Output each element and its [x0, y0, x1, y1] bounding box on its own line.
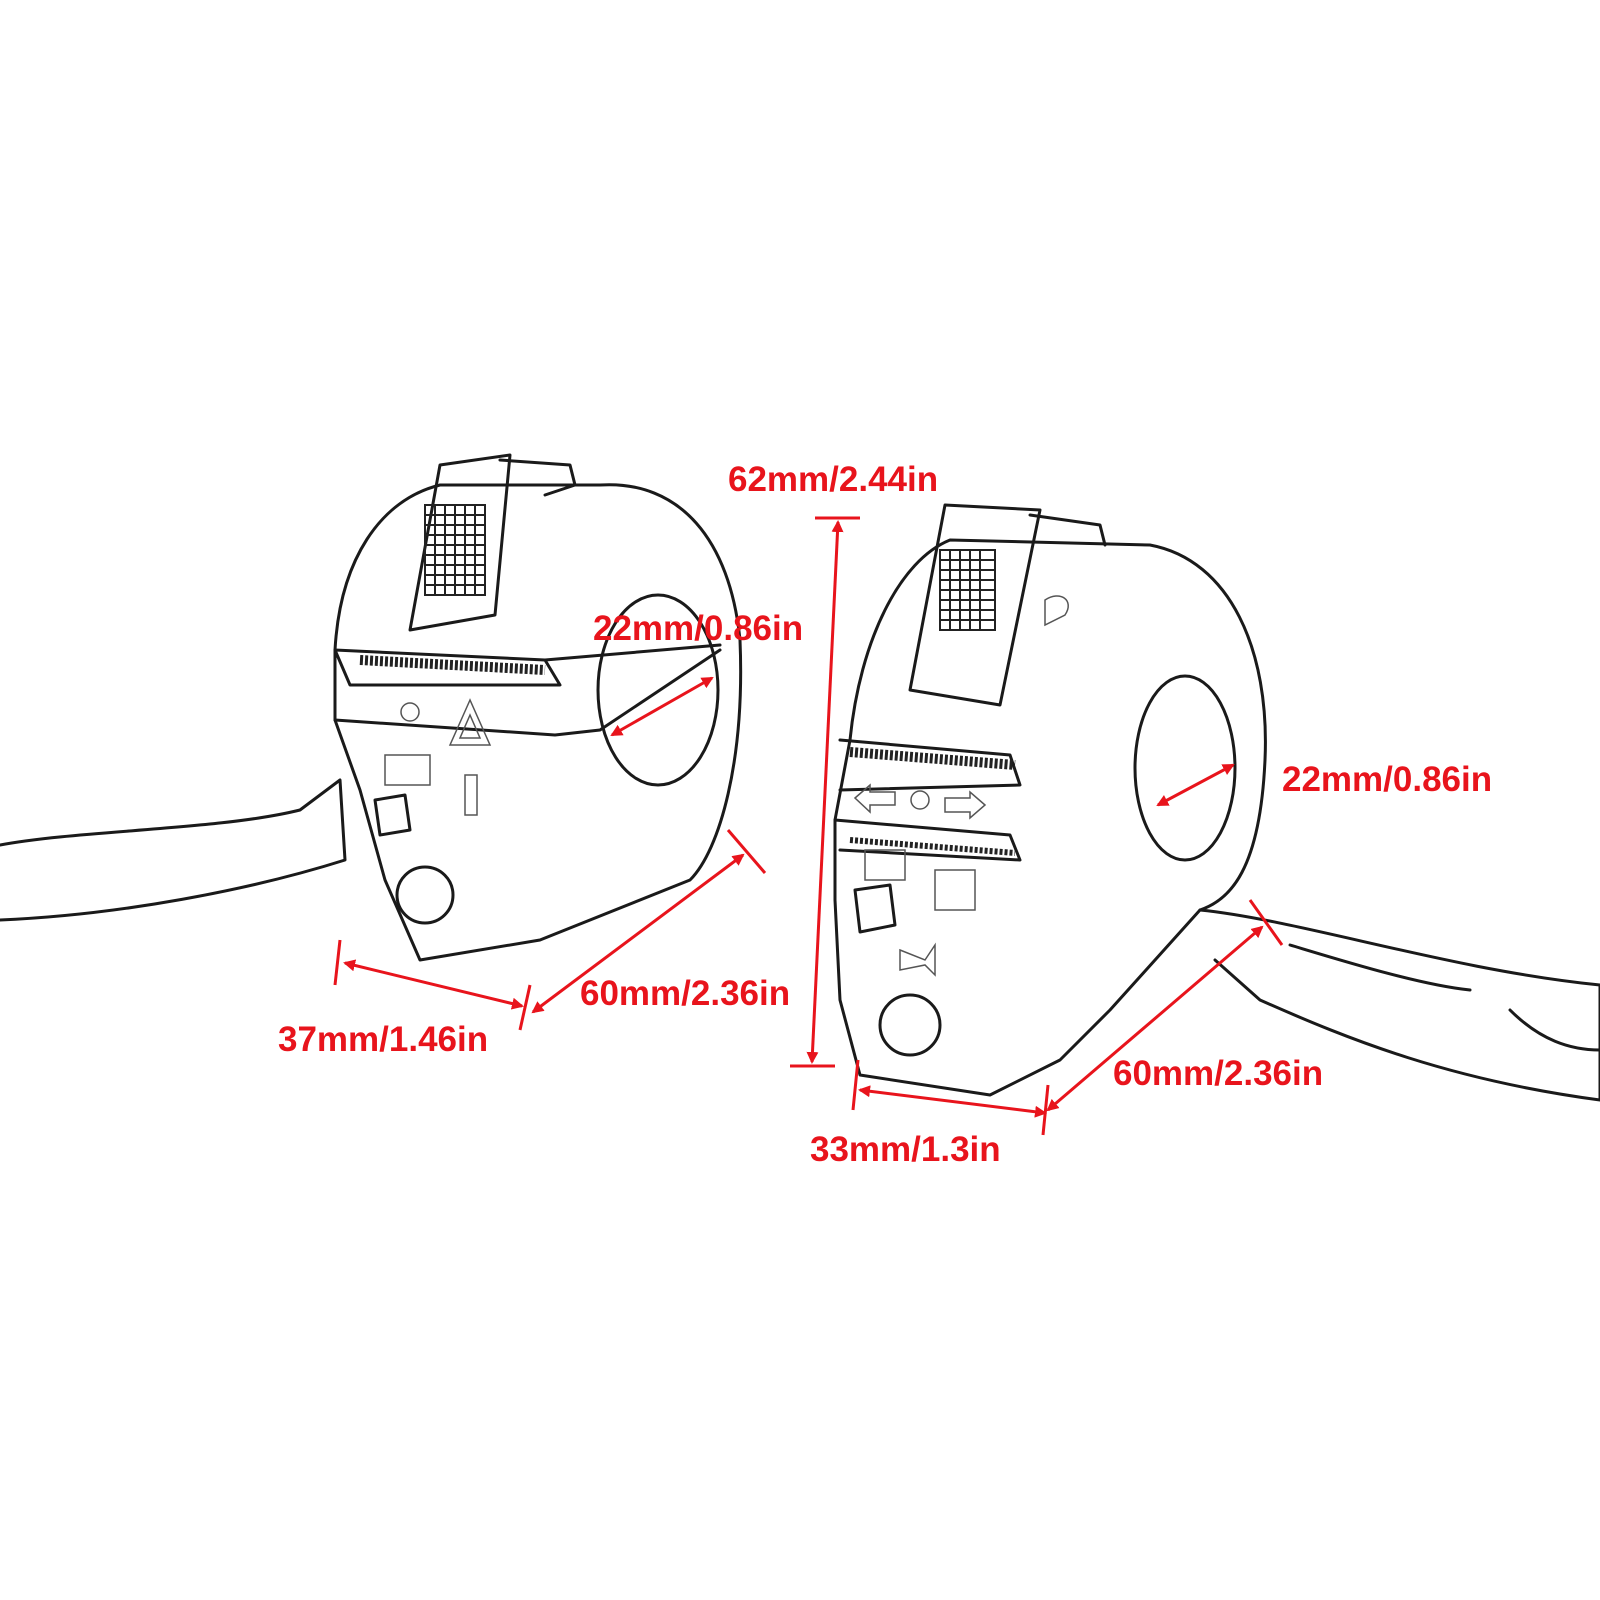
- right-grip-pattern: [939, 549, 996, 631]
- indicator-dot-icon: [910, 790, 930, 810]
- left-width-label: 37mm/1.46in: [278, 1020, 489, 1059]
- left-bore-arrow: [610, 676, 714, 737]
- left-knob-icon: [373, 793, 412, 837]
- right-bore-label: 22mm/0.86in: [1282, 760, 1493, 799]
- right-width-label: 33mm/1.3in: [810, 1130, 1001, 1169]
- right-bore-arrow: [1156, 763, 1235, 807]
- right-switch-housing: [833, 503, 1600, 1102]
- overall-height-arrow: [790, 516, 860, 1068]
- right-width-arrow: [851, 1059, 1050, 1136]
- right-push-button-icon: [878, 993, 942, 1057]
- dimension-lines: [333, 516, 1284, 1136]
- left-bore-label: 22mm/0.86in: [593, 609, 804, 648]
- overall-height-label: 62mm/2.44in: [728, 460, 939, 499]
- left-width-arrow: [333, 939, 532, 1031]
- left-grip-pattern: [424, 504, 486, 596]
- left-depth-arrow: [531, 829, 767, 1014]
- horn-icon: [899, 942, 936, 977]
- indicator-dot-icon: [400, 702, 420, 722]
- left-depth-label: 60mm/2.36in: [580, 974, 791, 1013]
- right-turn-arrow-icon: [944, 790, 987, 820]
- right-depth-label: 60mm/2.36in: [1113, 1054, 1324, 1093]
- left-push-button-icon: [395, 865, 455, 925]
- left-turn-arrow-icon: [853, 783, 896, 814]
- right-depth-arrow: [1046, 899, 1284, 1112]
- left-switch-housing: [0, 453, 743, 962]
- hazard-triangle-icon: [448, 698, 492, 746]
- right-knob-icon: [853, 883, 897, 934]
